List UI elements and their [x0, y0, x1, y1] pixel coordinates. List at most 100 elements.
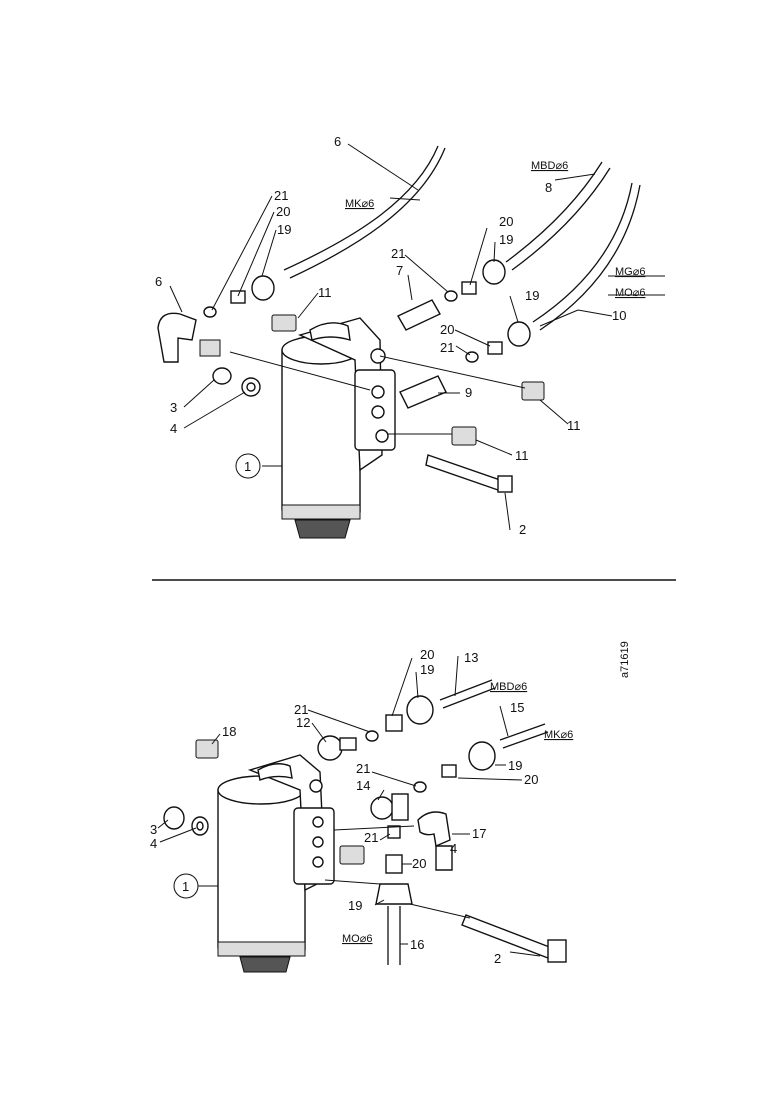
label-4b: 4 — [150, 836, 157, 851]
label-2b: 2 — [494, 951, 501, 966]
plug-18 — [195, 739, 219, 759]
label-11c: 11 — [515, 448, 529, 463]
nut-19b — [482, 259, 506, 285]
fitting-9 — [399, 375, 447, 409]
bottom-assembly: 1 2 3 4 4 12 13 14 15 16 17 18 19 19 19 … — [150, 647, 573, 973]
ring-21a — [203, 306, 217, 318]
bolt-2b — [461, 914, 553, 959]
code-mg-top: MG⌀6 — [615, 266, 645, 278]
label-21f: 21 — [364, 830, 378, 845]
bottom-labels: 1 2 3 4 4 12 13 14 15 16 17 18 19 19 19 … — [150, 647, 573, 966]
label-3: 3 — [170, 400, 177, 415]
label-13: 13 — [464, 650, 478, 665]
top-leader-lines — [169, 143, 665, 531]
sleeve-20b — [461, 281, 477, 295]
sleeve-20f — [385, 854, 403, 874]
tube-mg-top — [539, 184, 641, 331]
label-12: 12 — [296, 715, 310, 730]
label-4: 4 — [170, 421, 177, 436]
ring-21f — [387, 825, 401, 839]
label-20e: 20 — [524, 772, 538, 787]
top-assembly: 1 2 3 4 6 6 7 8 9 10 11 11 11 19 19 19 2… — [155, 134, 665, 539]
plug-11b — [521, 381, 545, 401]
plug-bottom — [339, 845, 365, 865]
elbow-fitting-6 — [157, 312, 197, 363]
tube-13 — [439, 679, 493, 701]
fitting-nipple — [199, 339, 221, 357]
tube-mk-top — [289, 147, 446, 279]
label-6-tube: 6 — [334, 134, 341, 149]
label-17: 17 — [472, 826, 486, 841]
code-mo-top: MO⌀6 — [615, 287, 645, 299]
figure-id: a71619 — [619, 641, 631, 678]
label-2: 2 — [519, 522, 526, 537]
nut-19e — [468, 741, 496, 771]
label-11b: 11 — [567, 418, 581, 433]
bolt-2 — [425, 454, 501, 491]
label-16: 16 — [410, 937, 424, 952]
bottom-leader-lines — [157, 655, 541, 957]
label-15: 15 — [510, 700, 524, 715]
label-21a: 21 — [274, 188, 288, 203]
label-4c: 4 — [450, 841, 457, 856]
fitting-12 — [317, 735, 343, 761]
code-mbd-bottom: MBD⌀6 — [490, 681, 527, 693]
fitting-14 — [370, 796, 394, 820]
label-20b: 20 — [499, 214, 513, 229]
nut-19d — [406, 695, 434, 725]
label-21e: 21 — [356, 761, 370, 776]
label-19e: 19 — [508, 758, 522, 773]
label-19b: 19 — [499, 232, 513, 247]
label-11a: 11 — [318, 285, 332, 300]
label-19a: 19 — [277, 222, 291, 237]
label-8: 8 — [545, 180, 552, 195]
label-20c: 20 — [440, 322, 454, 337]
plug-11c — [451, 426, 477, 446]
label-20f: 20 — [412, 856, 426, 871]
tube-15 — [499, 723, 546, 741]
label-3b: 3 — [150, 822, 157, 837]
callout-circle-1b — [173, 873, 199, 899]
label-9: 9 — [465, 385, 472, 400]
label-18: 18 — [222, 724, 236, 739]
top-labels: 1 2 3 4 6 6 7 8 9 10 11 11 11 19 19 19 2… — [155, 134, 645, 537]
steering-box-body-top — [281, 317, 396, 539]
label-14: 14 — [356, 778, 370, 793]
fitting-7 — [397, 299, 441, 331]
sleeve-20d — [385, 714, 403, 732]
label-1b: 1 — [182, 879, 189, 894]
ring-21e — [413, 781, 427, 793]
tube-mbd-top — [511, 167, 611, 271]
nut-19c — [507, 321, 531, 347]
sleeve-20c — [487, 341, 503, 355]
label-1: 1 — [244, 459, 251, 474]
label-21b: 21 — [391, 246, 405, 261]
steering-box-body-bottom — [217, 754, 335, 973]
code-mbd-top: MBD⌀6 — [531, 160, 568, 172]
nut-3b — [163, 806, 185, 830]
label-10: 10 — [612, 308, 626, 323]
code-mk-top: MK⌀6 — [345, 198, 374, 210]
code-mk-bottom: MK⌀6 — [544, 729, 573, 741]
elbow-17 — [417, 811, 451, 847]
nut-3 — [212, 367, 232, 385]
callout-circle-1 — [235, 453, 261, 479]
ring-21b — [444, 290, 458, 302]
label-19d: 19 — [420, 662, 434, 677]
label-21c: 21 — [440, 340, 454, 355]
label-20d: 20 — [420, 647, 434, 662]
sleeve-20e — [441, 764, 457, 778]
label-6-elbow: 6 — [155, 274, 162, 289]
label-19c: 19 — [525, 288, 539, 303]
label-7: 7 — [396, 263, 403, 278]
plug-11a — [271, 314, 297, 332]
label-21d: 21 — [294, 702, 308, 717]
label-19f: 19 — [348, 898, 362, 913]
sleeve-20a — [230, 290, 246, 304]
ring-21d — [365, 730, 379, 742]
code-mo-bottom: MO⌀6 — [342, 933, 372, 945]
label-20a: 20 — [276, 204, 290, 219]
nut-19a — [251, 275, 275, 301]
